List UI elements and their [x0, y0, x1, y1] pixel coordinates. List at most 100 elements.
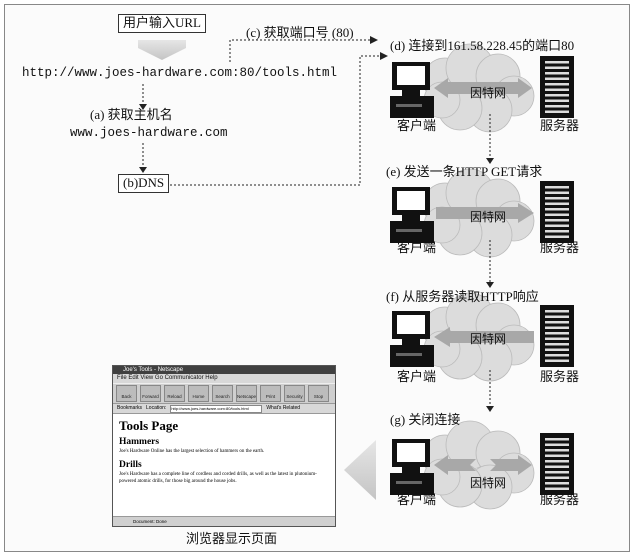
server-label-e: 服务器: [540, 240, 580, 255]
connector-dns-to-d: [170, 55, 382, 186]
client-drive-e: [396, 229, 422, 232]
input-down-arrow: [138, 40, 186, 60]
toolbar-button-print: Print: [260, 385, 281, 402]
server-slot-e-6: [545, 219, 569, 222]
to-browser-arrow: [344, 440, 376, 500]
server-slot-f-6: [545, 343, 569, 346]
client-stand-d: [402, 90, 420, 96]
client-drive-d: [396, 104, 422, 107]
internet-label-f: 因特网: [470, 332, 507, 346]
browser-window: Joe's Tools - Netscape File Edit View Go…: [112, 365, 336, 527]
client-stand-f: [402, 339, 420, 345]
toolbar-button-back: Back: [116, 385, 137, 402]
toolbar-button-home: Home: [188, 385, 209, 402]
server-slot-e-4: [545, 208, 569, 211]
server-slot-g-0: [545, 438, 569, 441]
server-slot-d-2: [545, 72, 569, 75]
client-label-f: 客户端: [397, 369, 437, 384]
server-slot-f-7: [545, 348, 569, 351]
client-screen-d: [397, 66, 425, 85]
server-slot-e-5: [545, 213, 569, 216]
arrowhead-a: [139, 104, 147, 110]
server-slot-d-1: [545, 66, 569, 69]
server-slot-d-9: [545, 110, 569, 113]
browser-status-bar: Document: Done: [113, 516, 335, 526]
section-hammers-heading: Hammers: [119, 437, 160, 447]
dns-box: (b)DNS: [118, 174, 170, 193]
row-arrowhead-0: [486, 158, 494, 164]
server-slot-f-0: [545, 310, 569, 313]
step-f-label: (f) 从服务器读取HTTP响应: [386, 289, 539, 304]
section-drills-text: Joe's Hardware has a complete line of co…: [119, 471, 317, 484]
server-slot-g-7: [545, 476, 569, 479]
server-slot-f-2: [545, 321, 569, 324]
arrowhead-c: [370, 36, 378, 44]
arrowhead-dns: [139, 167, 147, 173]
toolbar-button-stop: Stop: [308, 385, 329, 402]
server-slot-g-2: [545, 449, 569, 452]
conn-arrow-d: [434, 78, 532, 98]
server-slot-f-1: [545, 315, 569, 318]
step-a-hostname: www.joes-hardware.com: [70, 126, 228, 140]
server-body-g: [540, 433, 574, 495]
server-slot-g-3: [545, 454, 569, 457]
client-drive-g: [396, 481, 422, 484]
row-arrowhead-2: [486, 406, 494, 412]
client-stand-g: [402, 467, 420, 473]
whats-related-label: What's Related: [266, 405, 301, 411]
server-slot-d-7: [545, 99, 569, 102]
location-url-field: http://www.joes-hardware.com:80/tools.ht…: [170, 405, 263, 413]
broken-arrow-right-g: [490, 455, 532, 475]
location-label: Location:: [146, 405, 167, 411]
server-slot-g-6: [545, 471, 569, 474]
server-slot-e-2: [545, 197, 569, 200]
server-slot-e-9: [545, 235, 569, 238]
client-label-g: 客户端: [397, 492, 437, 507]
client-screen-f: [397, 315, 425, 334]
row-arrowhead-1: [486, 282, 494, 288]
server-body-d: [540, 56, 574, 118]
arrowhead-d: [380, 52, 388, 60]
internet-label-e: 因特网: [470, 210, 507, 224]
server-body-f: [540, 305, 574, 367]
browser-title-bar: Joe's Tools - Netscape: [113, 366, 335, 374]
internet-label-d: 因特网: [470, 86, 507, 100]
toolbar-button-security: Security: [284, 385, 305, 402]
bookmarks-label: Bookmarks: [117, 405, 143, 411]
server-slot-g-5: [545, 465, 569, 468]
client-screen-e: [397, 191, 425, 210]
toolbar-button-reload: Reload: [164, 385, 185, 402]
step-e-label: (e) 发送一条HTTP GET请求: [386, 164, 543, 179]
client-label-e: 客户端: [397, 240, 437, 255]
server-label-f: 服务器: [540, 369, 580, 384]
toolbar-button-forward: Forward: [140, 385, 161, 402]
step-c-label: (c) 获取端口号 (80): [246, 25, 354, 40]
url-text: http://www.joes-hardware.com:80/tools.ht…: [22, 66, 338, 80]
connector-c: [229, 39, 372, 62]
server-slot-f-3: [545, 326, 569, 329]
toolbar-button-netscape: Netscape: [236, 385, 257, 402]
server-slot-f-4: [545, 332, 569, 335]
server-slot-e-8: [545, 230, 569, 233]
browser-location-bar: Bookmarks Location: http://www.joes-hard…: [113, 404, 335, 414]
server-body-e: [540, 181, 574, 243]
section-drills-heading: Drills: [119, 459, 142, 470]
server-slot-e-7: [545, 224, 569, 227]
server-slot-f-9: [545, 359, 569, 362]
server-slot-d-3: [545, 77, 569, 80]
server-slot-e-1: [545, 191, 569, 194]
client-screen-g: [397, 443, 425, 462]
server-slot-f-5: [545, 337, 569, 340]
step-g-label: (g) 关闭连接: [390, 412, 461, 427]
section-hammers-text: Joe's Hardware Online has the largest se…: [119, 449, 265, 454]
server-slot-d-8: [545, 105, 569, 108]
server-slot-g-4: [545, 460, 569, 463]
broken-arrow-left-g: [434, 455, 476, 475]
server-slot-d-4: [545, 83, 569, 86]
client-drive-f: [396, 353, 422, 356]
server-slot-e-0: [545, 186, 569, 189]
server-slot-g-9: [545, 487, 569, 490]
browser-menu-bar: File Edit View Go Communicator Help: [113, 374, 335, 383]
